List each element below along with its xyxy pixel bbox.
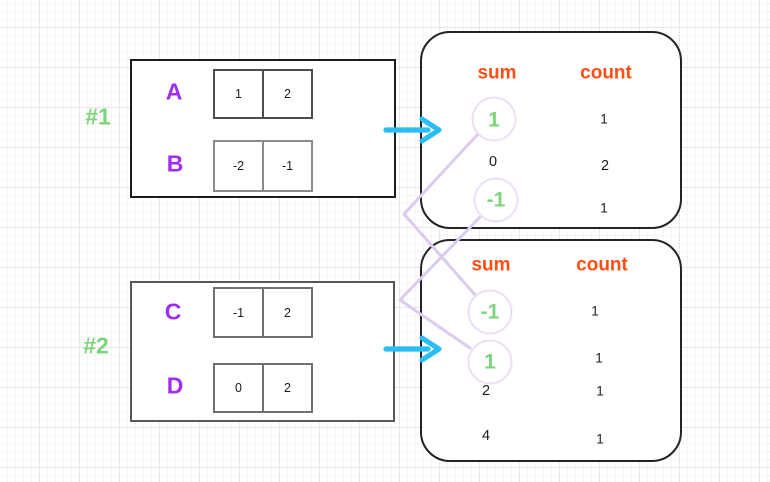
array-d-label: D: [166, 372, 184, 399]
group-2-count-header: count: [576, 254, 628, 276]
sum-value: -1: [486, 188, 506, 212]
count-value: 1: [591, 303, 599, 319]
group-2-sum-table: [420, 239, 682, 462]
array-b-cell-1: -1: [262, 142, 311, 190]
group-2-label: #2: [83, 332, 109, 359]
group-2-sum-header: sum: [471, 254, 511, 276]
array-c-cells: -1 2: [213, 287, 313, 338]
count-value: 1: [596, 383, 604, 399]
count-value: 1: [596, 431, 604, 447]
sum-value: 1: [488, 108, 500, 132]
array-c-cell-0: -1: [232, 305, 245, 320]
array-b-cells: -2 -1: [213, 140, 313, 192]
sum-value: 2: [481, 382, 491, 399]
sum-value: -1: [480, 300, 500, 324]
count-value: 1: [600, 111, 608, 127]
group-1-sum-table: [420, 31, 682, 229]
array-a-cells: 1 2: [213, 69, 313, 119]
sum-value: 4: [481, 427, 491, 444]
array-d-cell-0: 0: [235, 381, 242, 395]
array-a-cell-1: 2: [262, 71, 311, 117]
group-1-count-header: count: [580, 62, 632, 84]
array-c-cell-1: 2: [262, 289, 311, 336]
array-a-label: A: [165, 78, 183, 105]
array-b-label: B: [166, 150, 184, 177]
array-b-cell-0: -2: [232, 159, 245, 173]
array-d-cells: 0 2: [213, 363, 313, 413]
count-value: 2: [600, 157, 610, 174]
count-value: 1: [595, 350, 603, 366]
group-1-sum-header: sum: [477, 62, 517, 84]
array-c-label: C: [164, 298, 182, 325]
count-value: 1: [600, 200, 608, 216]
sum-value: 0: [488, 153, 498, 170]
sum-value: 1: [484, 350, 496, 374]
array-d-cell-1: 2: [262, 365, 311, 411]
array-a-cell-0: 1: [235, 87, 242, 101]
group-1-label: #1: [85, 103, 111, 130]
